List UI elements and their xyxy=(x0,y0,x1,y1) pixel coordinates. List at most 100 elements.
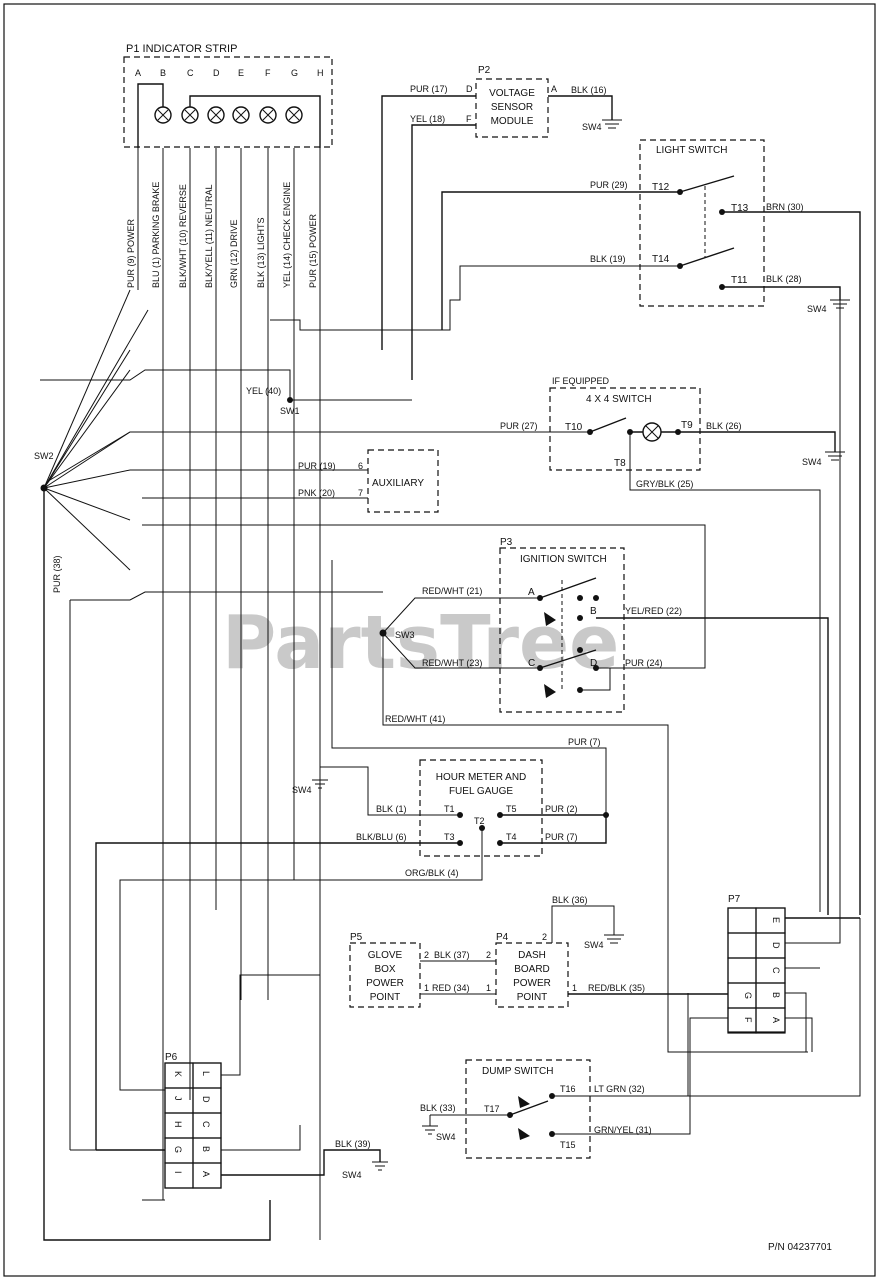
hm-t2: T2 xyxy=(474,816,485,826)
four-x4-ground-label: SW4 xyxy=(802,457,822,467)
light-wire-11 xyxy=(722,286,841,300)
hm-t1: T1 xyxy=(444,804,455,814)
four-x4-box xyxy=(549,387,701,471)
p3-title: P3 xyxy=(500,537,513,548)
p2-wire-d-line xyxy=(381,95,476,350)
hour-meter-box xyxy=(419,759,543,857)
p2-wire-a-line xyxy=(548,95,613,120)
hm-w3: BLK/BLU (6) xyxy=(356,832,407,842)
aux-pin-7: 7 xyxy=(358,488,363,498)
p5-body-4: POINT xyxy=(370,992,401,1003)
p3-ignition-switch: P3 IGNITION SWITCH A B C D RED/WHT (21) … xyxy=(70,524,829,1053)
indicator-lamp-icon xyxy=(285,106,303,124)
p4-body-1: DASH xyxy=(518,950,546,961)
p6-pin-left: K xyxy=(173,1071,183,1077)
dump-ground-label: SW4 xyxy=(436,1132,456,1142)
diagram-frame xyxy=(3,3,876,1277)
p7-pin-right: A xyxy=(771,1017,781,1023)
p4-ground-symbol xyxy=(604,934,624,944)
dump-arrow-icon-up xyxy=(518,1096,530,1108)
p2-body-2: SENSOR xyxy=(491,102,533,113)
p2-wire-d: PUR (17) xyxy=(410,84,448,94)
p6-pin-right: D xyxy=(201,1096,211,1103)
p5-body-2: BOX xyxy=(374,964,395,975)
four-x4-t9: T9 xyxy=(681,420,693,431)
p5-glove-box: P5 GLOVE BOX POWER POINT 2 1 BLK (37) RE… xyxy=(349,932,496,1008)
light-switch-t12: T12 xyxy=(652,182,670,193)
p1-wire-label: PUR (15) POWER xyxy=(308,213,318,288)
sw2-label: SW2 xyxy=(34,451,54,461)
p3-key-icon-lower xyxy=(544,684,556,698)
hour-meter-title-1: HOUR METER AND xyxy=(436,772,527,783)
p4-wire-out: RED/BLK (35) xyxy=(588,983,645,993)
p1-wire-label: BLK/WHT (10) REVERSE xyxy=(178,184,188,288)
p2-pin-f: F xyxy=(466,114,472,124)
p6-pin-right: A xyxy=(201,1171,211,1177)
p4-pin-1-right: 1 xyxy=(572,983,577,993)
p1-pin-h: H xyxy=(317,68,324,78)
dump-t15: T15 xyxy=(560,1140,576,1150)
light-wire-13 xyxy=(722,211,861,915)
p7-pin-left: F xyxy=(743,1017,753,1023)
four-x4-title: 4 X 4 SWITCH xyxy=(586,394,652,405)
sw2-splice: SW2 PUR (38) xyxy=(34,289,271,1241)
p2-ground-label: SW4 xyxy=(582,122,602,132)
p7-pin-right: C xyxy=(771,967,781,974)
p2-body-1: VOLTAGE xyxy=(489,88,535,99)
p6-pin-left: J xyxy=(173,1096,183,1101)
p4-dash-board-power: P4 DASH BOARD POWER POINT 2 1 2 1 BLK (3… xyxy=(486,895,728,1008)
p2-body-3: MODULE xyxy=(491,116,534,127)
p1-pin-f: F xyxy=(265,68,271,78)
p3-wire-b: YEL/RED (22) xyxy=(625,606,682,616)
p2-wire-a: BLK (16) xyxy=(571,85,607,95)
p6-pin-left: I xyxy=(173,1171,183,1174)
p3-wire-41-label: RED/WHT (41) xyxy=(385,714,445,724)
four-x4-t10: T10 xyxy=(565,422,583,433)
p4-pin-1-left: 1 xyxy=(486,983,491,993)
p7-pin-right: B xyxy=(771,992,781,998)
p5-body-3: POWER xyxy=(366,978,404,989)
p1-pin-a: A xyxy=(135,68,141,78)
p5-title: P5 xyxy=(350,932,363,943)
p3-wire-41 xyxy=(382,633,808,1053)
four-x4-w10: PUR (27) xyxy=(500,421,538,431)
sw1-label: SW1 xyxy=(280,406,300,416)
p1-wire-label: PUR (9) POWER xyxy=(126,218,136,288)
p1-pin-b: B xyxy=(160,68,166,78)
p6-pin-right: L xyxy=(201,1071,211,1076)
p7-pin-right: D xyxy=(771,942,781,949)
p3-pin-c: C xyxy=(528,658,535,669)
light-wire-12 xyxy=(441,191,680,330)
p6-wire: BLK (39) xyxy=(335,1139,371,1149)
light-switch: LIGHT SWITCH T12 T13 T14 T11 PUR (29) BR… xyxy=(270,139,861,915)
dump-w15: GRN/YEL (31) xyxy=(594,1125,652,1135)
hm-w-top: PUR (7) xyxy=(568,737,601,747)
p1-pin-c: C xyxy=(187,68,194,78)
part-number: P/N 04237701 xyxy=(768,1242,832,1253)
p1-pin-d: D xyxy=(213,68,220,78)
p6-ground-symbol xyxy=(372,1161,388,1171)
p4-body-2: BOARD xyxy=(514,964,550,975)
p4-title: P4 xyxy=(496,932,509,943)
light-switch-w11: BLK (28) xyxy=(766,274,802,284)
p4-wire-top: BLK (36) xyxy=(552,895,588,905)
light-switch-t14: T14 xyxy=(652,254,670,265)
aux-pin-6: 6 xyxy=(358,461,363,471)
p3-wire-d: PUR (24) xyxy=(625,658,663,668)
light-switch-w13: BRN (30) xyxy=(766,202,804,212)
four-x4-wire-8 xyxy=(629,432,821,912)
p3-pin-b: B xyxy=(590,606,597,617)
p4-body-4: POINT xyxy=(517,992,548,1003)
hm-w5: PUR (2) xyxy=(545,804,578,814)
light-contact-upper xyxy=(679,175,735,193)
light-switch-t11: T11 xyxy=(731,275,748,286)
p6-pin-right: B xyxy=(201,1146,211,1152)
hm-t4: T4 xyxy=(506,832,517,842)
four-x4-note: IF EQUIPPED xyxy=(552,376,610,386)
hm-wire-2 xyxy=(119,828,483,1091)
p1-pin-g: G xyxy=(291,68,298,78)
p6-pin-right: C xyxy=(201,1121,211,1128)
p1-title: P1 INDICATOR STRIP xyxy=(126,43,237,55)
indicator-lamp-icon xyxy=(259,106,277,124)
p5-box xyxy=(349,942,421,1008)
